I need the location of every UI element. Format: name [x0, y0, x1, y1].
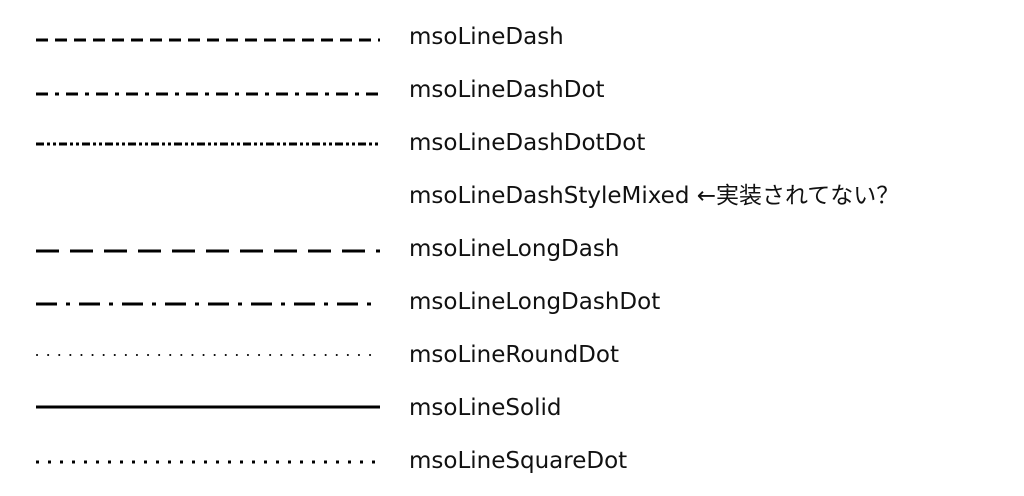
line-style-label: msoLineLongDashDot [409, 289, 661, 315]
dash-line-sample [36, 17, 380, 57]
line-style-row-round-dot: msoLineRoundDot [0, 335, 1024, 375]
line-style-row-long-dash-dot: msoLineLongDashDot [0, 282, 1024, 322]
line-style-label: msoLineDashDotDot [409, 130, 646, 156]
line-style-label: msoLineLongDash [409, 236, 620, 262]
line-style-row-solid: msoLineSolid [0, 388, 1024, 428]
square-dot-line-sample [36, 441, 380, 481]
line-style-label: msoLineDash [409, 24, 564, 50]
line-style-row-mixed: msoLineDashStyleMixed ←実装されてない？ [0, 176, 1024, 216]
line-style-row-square-dot: msoLineSquareDot [0, 441, 1024, 481]
line-style-label: msoLineSquareDot [409, 448, 628, 474]
dash-dot-line-sample [36, 70, 380, 110]
line-style-label: msoLineDashDot [409, 77, 605, 103]
long-dash-dot-line-sample [36, 282, 380, 322]
line-style-label: msoLineSolid [409, 395, 562, 421]
long-dash-line-sample [36, 229, 380, 269]
line-style-row-dash: msoLineDash [0, 17, 1024, 57]
line-style-row-dash-dot: msoLineDashDot [0, 70, 1024, 110]
line-style-row-long-dash: msoLineLongDash [0, 229, 1024, 269]
dash-dot-dot-line-sample [36, 123, 380, 163]
round-dot-line-sample [36, 335, 380, 375]
line-style-label: msoLineRoundDot [409, 342, 619, 368]
line-style-label: msoLineDashStyleMixed ←実装されてない？ [409, 183, 900, 209]
solid-line-sample [36, 388, 380, 428]
line-style-row-dash-dot-dot: msoLineDashDotDot [0, 123, 1024, 163]
